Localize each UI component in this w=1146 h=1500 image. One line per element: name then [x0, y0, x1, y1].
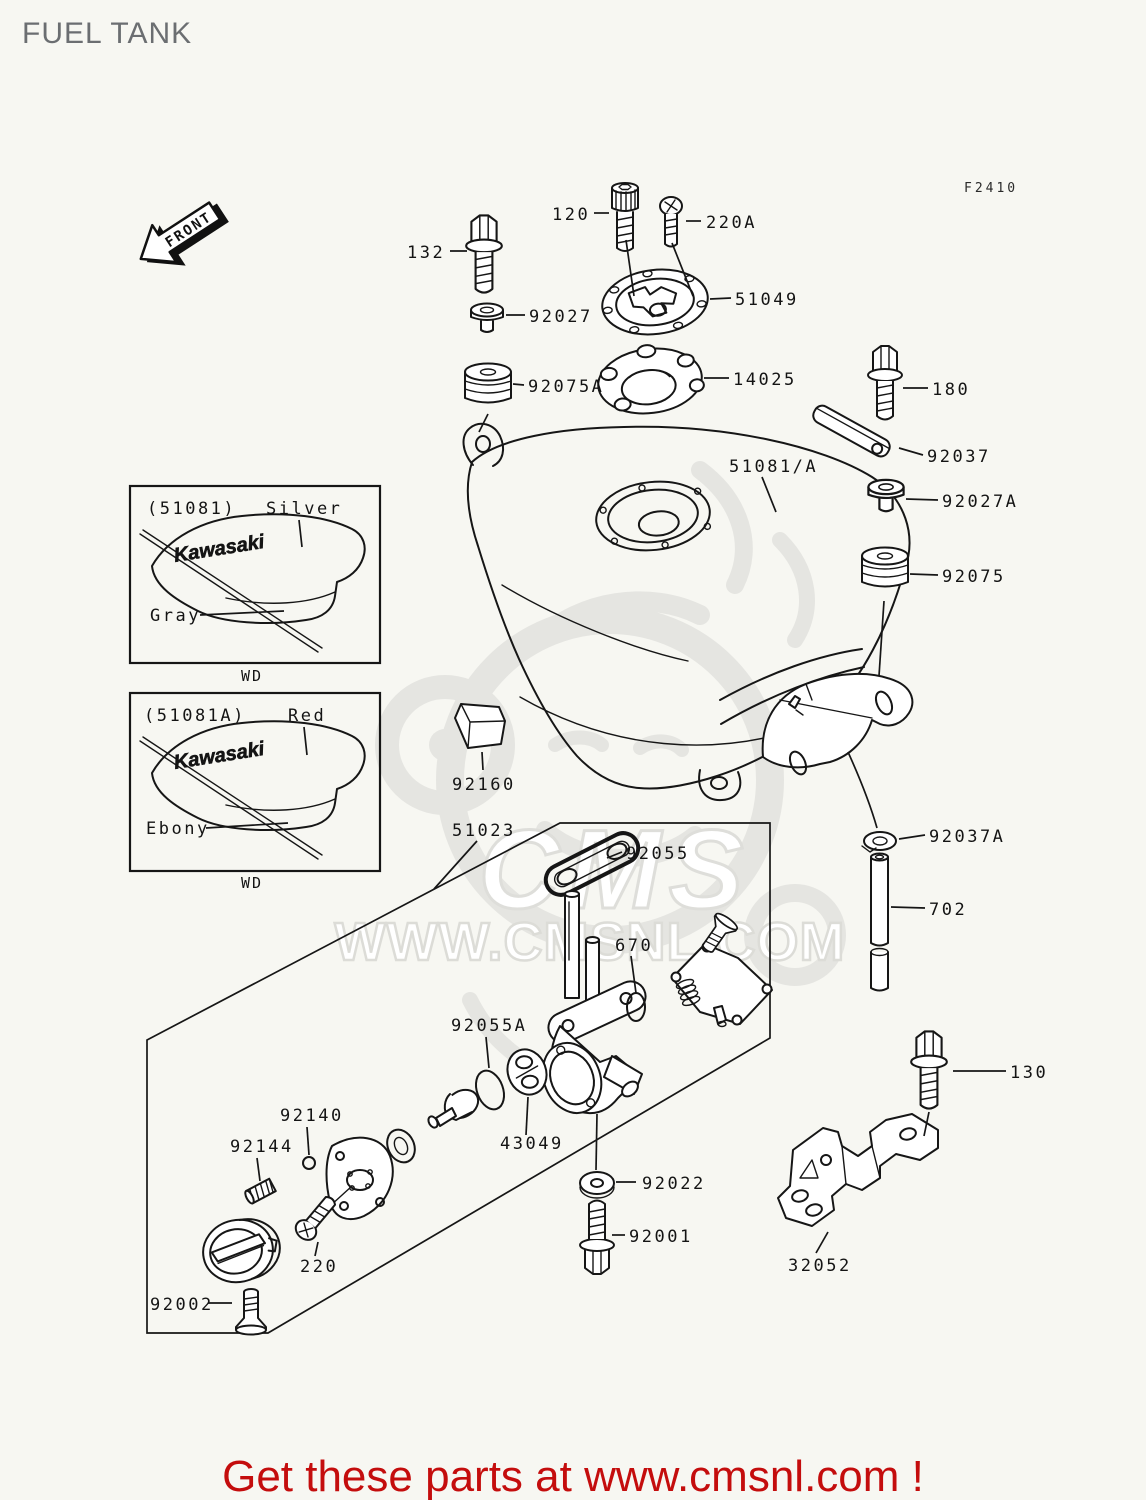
part-label-92027: 92027 [529, 307, 593, 327]
part-130-bolt [910, 1030, 948, 1110]
part-label-92144: 92144 [230, 1137, 294, 1157]
part-92027a-grommet [867, 478, 905, 513]
part-label-51049: 51049 [735, 290, 799, 310]
part-92001-bolt [579, 1199, 615, 1275]
part-92144-spring [244, 1177, 277, 1205]
part-label-32052: 32052 [788, 1256, 852, 1276]
part-label-220: 220 [300, 1257, 338, 1277]
part-label-92022: 92022 [642, 1174, 706, 1194]
part-lever-knob [202, 1218, 281, 1284]
kawasaki-logo: Kawasaki [172, 531, 266, 567]
inset2-color-top: Red [288, 706, 326, 726]
part-lever-plate [325, 1136, 394, 1221]
part-51081-fuel-tank [462, 422, 914, 802]
inset2-caption: WD [241, 874, 263, 892]
part-label-51081a: 51081/A [729, 457, 818, 477]
inset1-color-top: Silver [266, 499, 342, 519]
front-arrow: FRONT [139, 201, 229, 266]
part-label-92002: 92002 [150, 1295, 214, 1315]
part-51023-petcock-body [541, 890, 647, 1115]
part-label-92001: 92001 [629, 1227, 693, 1247]
part-32052-bracket [777, 1113, 939, 1227]
part-label-180: 180 [932, 380, 970, 400]
part-label-92037a: 92037A [929, 827, 1005, 847]
part-valve-rotor [386, 1088, 480, 1164]
part-label-120: 120 [552, 205, 590, 225]
inset2-color-bottom: Ebony [146, 819, 210, 839]
watermark-brand: CMS [479, 807, 752, 932]
part-92075-damper [861, 546, 909, 588]
part-92055a-oring [474, 1069, 506, 1111]
part-180-bolt [867, 345, 903, 421]
part-label-92075: 92075 [942, 567, 1006, 587]
part-label-92075a: 92075A [528, 377, 604, 397]
part-label-130: 130 [1010, 1063, 1048, 1083]
part-92002-bolt [235, 1288, 267, 1336]
part-label-670: 670 [615, 936, 653, 956]
part-92037a-clamp [861, 831, 897, 853]
part-label-92140: 92140 [280, 1106, 344, 1126]
part-220-screw [290, 1190, 342, 1245]
part-92037-band [812, 404, 891, 458]
part-label-43049: 43049 [500, 1134, 564, 1154]
part-702-tube [870, 852, 889, 992]
leader-lines [208, 212, 1006, 1304]
part-label-92037: 92037 [927, 447, 991, 467]
part-diaphragm-assembly [670, 910, 773, 1028]
part-43049-packing [506, 1048, 548, 1096]
part-number-labels: 132 120 220A 92027 51049 14025 92075A 18… [150, 205, 1048, 1315]
part-label-702: 702 [929, 900, 967, 920]
part-label-92055a: 92055A [451, 1016, 527, 1036]
inset2-code: (51081A) [144, 706, 246, 726]
inset-box-51081: Kawasaki (51081) Silver Gray WD [128, 484, 382, 685]
kawasaki-logo: Kawasaki [172, 738, 266, 774]
inset-box-51081a: Kawasaki (51081A) Red Ebony WD [128, 691, 382, 892]
part-92140-oring [302, 1156, 316, 1170]
inset1-code: (51081) [147, 499, 236, 519]
part-label-92055: 92055 [626, 844, 690, 864]
part-label-220a: 220A [706, 213, 757, 233]
part-220a-screw [659, 196, 683, 248]
part-label-14025: 14025 [733, 370, 797, 390]
part-132-bolt [465, 214, 503, 294]
part-92022-washer [579, 1171, 615, 1199]
part-label-92160: 92160 [452, 775, 516, 795]
part-label-132: 132 [407, 243, 445, 263]
part-label-51023: 51023 [452, 821, 516, 841]
inset1-color-bottom: Gray [150, 606, 201, 626]
cmsnl-promo-banner[interactable]: Get these parts at www.cmsnl.com ! [222, 1452, 924, 1500]
part-120-bolt [611, 182, 639, 252]
part-92055-gasket [543, 831, 641, 897]
part-92075a-damper [464, 362, 512, 404]
part-92027-grommet [470, 302, 504, 333]
part-51049-fuel-cap [601, 268, 709, 336]
page-title: FUEL TANK [22, 17, 192, 50]
figure-code: F2410 [964, 181, 1018, 196]
part-14025-cap-ring [597, 344, 705, 415]
part-label-92027a: 92027A [942, 492, 1018, 512]
inset1-caption: WD [241, 667, 263, 685]
kit-group-outline [146, 822, 771, 1334]
part-92160-damper [454, 703, 506, 749]
